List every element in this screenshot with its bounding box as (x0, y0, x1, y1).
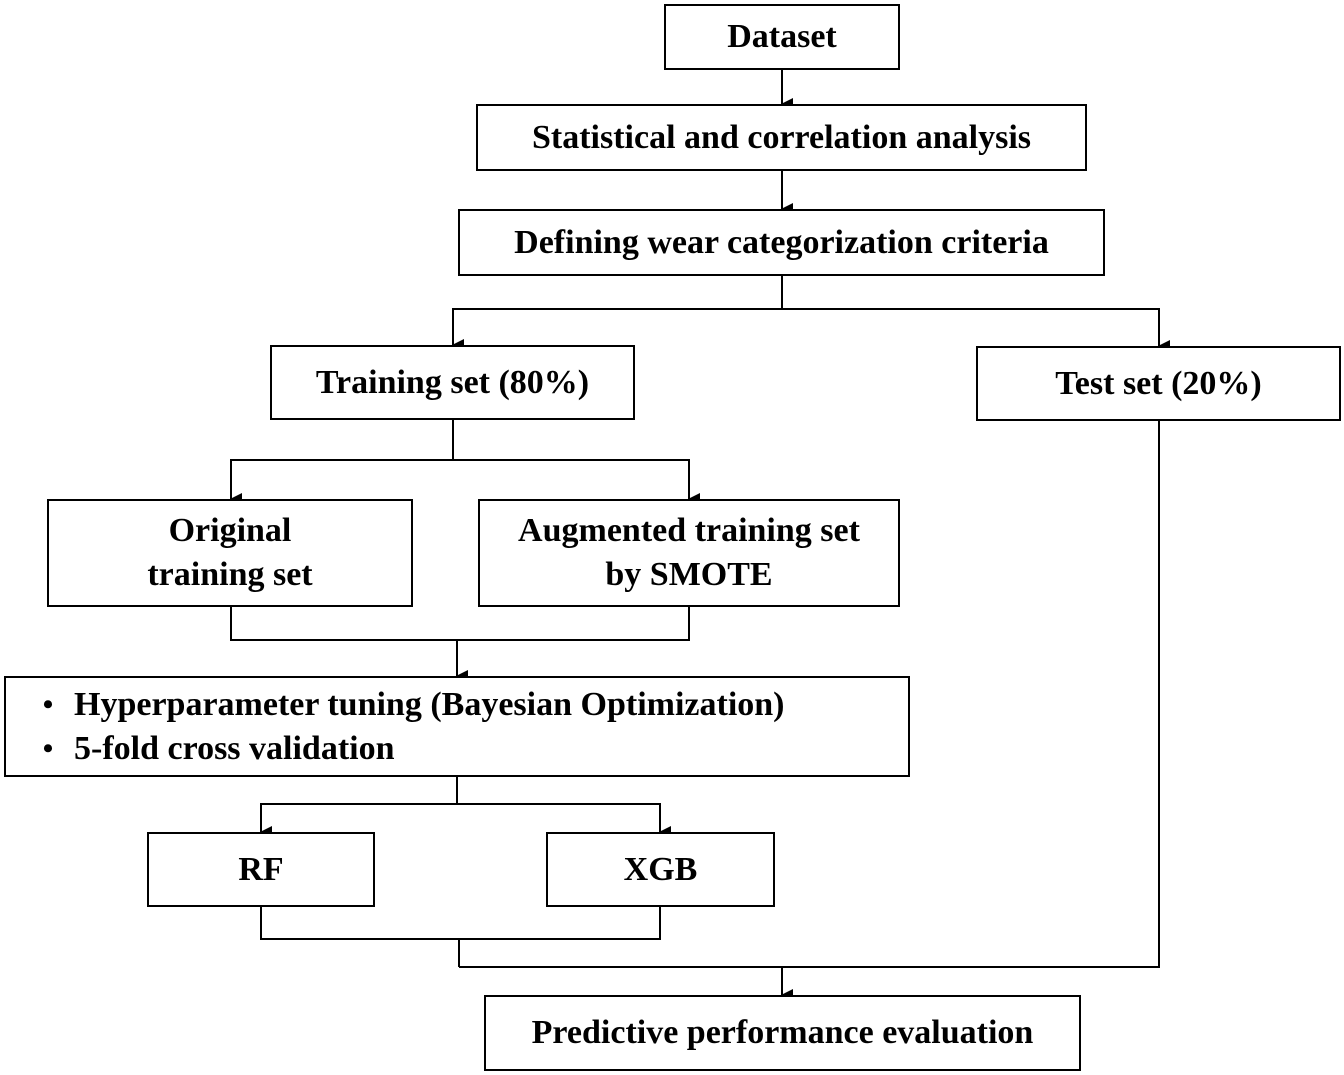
edge-test-down (459, 421, 1160, 968)
node-rf-label: RF (238, 850, 284, 888)
tuning-item-label: 5-fold cross validation (74, 729, 395, 767)
node-augmented-training-line-1: Augmented training set (518, 512, 860, 549)
node-performance-evaluation-label: Predictive performance evaluation (531, 1014, 1034, 1051)
node-original-training-line-1: Original (168, 512, 292, 549)
node-statistical-analysis: Statistical and correlation analysis (476, 104, 1087, 171)
bullet-icon: • (42, 731, 54, 765)
tuning-item-label: Hyperparameter tuning (Bayesian Optimiza… (74, 685, 785, 723)
tuning-item: • 5-fold cross validation (22, 727, 395, 771)
node-xgb: XGB (546, 832, 775, 907)
node-test-set: Test set (20%) (976, 346, 1341, 421)
edge-training-to-original (230, 459, 453, 505)
node-statistical-analysis-label: Statistical and correlation analysis (532, 118, 1031, 156)
edge-criteria-to-test (782, 308, 1170, 352)
node-rf: RF (147, 832, 375, 907)
node-dataset: Dataset (664, 4, 900, 70)
edge-original-augmented-merge (230, 607, 690, 641)
node-hyperparameter-tuning: • Hyperparameter tuning (Bayesian Optimi… (4, 676, 910, 777)
node-xgb-label: XGB (623, 850, 698, 888)
edge-tuning-to-xgb (457, 803, 671, 838)
node-training-set-label: Training set (80%) (315, 363, 590, 401)
node-dataset-label: Dataset (727, 18, 837, 55)
node-training-set: Training set (80%) (270, 345, 635, 420)
node-wear-criteria: Defining wear categorization criteria (458, 209, 1105, 276)
node-performance-evaluation: Predictive performance evaluation (484, 995, 1081, 1071)
node-augmented-training-line-2: by SMOTE (605, 556, 773, 593)
edge-training-to-augmented (453, 459, 700, 505)
edge-criteria-to-training (452, 308, 782, 351)
bullet-icon: • (42, 687, 54, 721)
node-augmented-training-set: Augmented training set by SMOTE (478, 499, 900, 607)
node-test-set-label: Test set (20%) (1055, 364, 1262, 402)
node-original-training-line-2: training set (147, 556, 313, 593)
tuning-item: • Hyperparameter tuning (Bayesian Optimi… (22, 683, 785, 727)
edge-rf-xgb-merge (260, 907, 661, 940)
node-original-training-set: Original training set (47, 499, 413, 607)
edge-tuning-to-rf (260, 803, 457, 838)
node-wear-criteria-label: Defining wear categorization criteria (514, 223, 1049, 261)
